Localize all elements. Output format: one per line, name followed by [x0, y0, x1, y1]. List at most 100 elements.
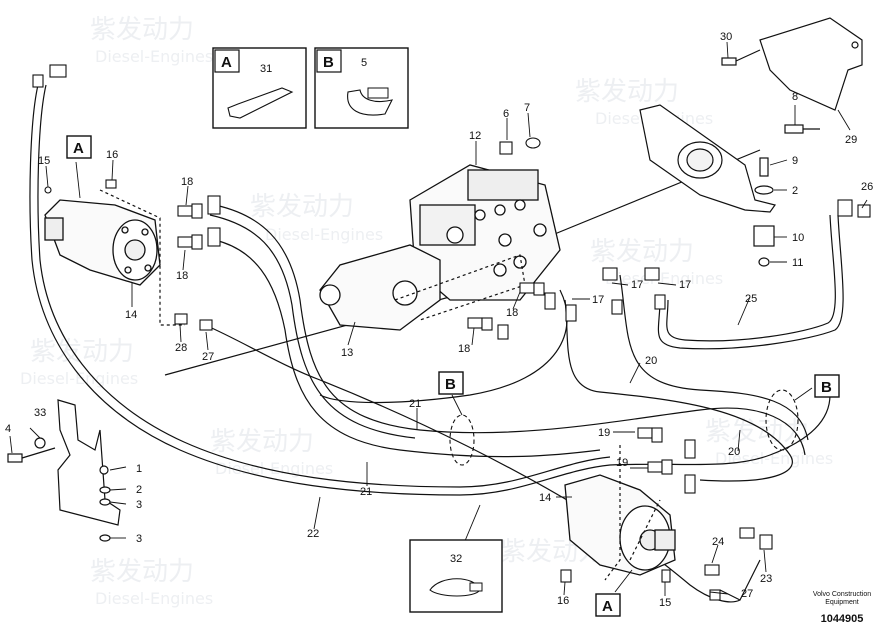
hose-25 [657, 214, 844, 350]
watermark-cn: 紫发动力 [575, 77, 679, 107]
part-labels: 31 5 15 16 18 18 14 28 27 13 12 6 7 18 1… [5, 31, 873, 609]
part-label-6: 6 [503, 108, 509, 120]
part-label-20: 20 [728, 446, 740, 458]
part-label-2: 2 [792, 185, 798, 197]
watermark-en: Diesel-Engines [605, 269, 723, 288]
part-label-23: 23 [760, 573, 772, 585]
part-label-4: 4 [5, 423, 11, 435]
detail-box-a-letter: A [221, 54, 232, 71]
watermark-group: 紫发动力 Diesel-Engines 紫发动力 Diesel-Engines … [20, 15, 833, 608]
watermark-cn: 紫发动力 [90, 557, 194, 587]
callout-b-flag-right [814, 374, 840, 398]
part-label-28: 28 [175, 342, 187, 354]
brand-line-1: Volvo Construction [812, 591, 872, 598]
part-label-27: 27 [202, 351, 214, 363]
tube-icon [227, 87, 294, 119]
leader-lines [9, 41, 868, 596]
dashed-group-valve [394, 254, 526, 321]
watermark-cn: 紫发动力 [90, 15, 194, 45]
brand-caption: Volvo Construction Equipment [802, 591, 882, 607]
part-label-24: 24 [712, 536, 724, 548]
bracket-29 [759, 17, 863, 111]
mount-plate [639, 104, 777, 213]
part-label-16: 16 [106, 149, 118, 161]
part-label-25: 25 [745, 293, 757, 305]
part-label-21: 21 [409, 398, 421, 410]
callout-a-flag-bottom [595, 593, 621, 617]
hose-27 [204, 324, 741, 603]
part-label-13: 13 [341, 347, 353, 359]
callout-flags: A B B A [66, 135, 840, 617]
motor-14-left [44, 199, 161, 286]
callout-b-label-mid: B [445, 376, 456, 393]
document-number: 1044905 [820, 613, 864, 625]
left-bracket [7, 399, 121, 542]
part-label-19: 19 [598, 427, 610, 439]
watermark-cn: 紫发动力 [590, 237, 694, 267]
detail-box-32 [409, 539, 503, 613]
part-label-9: 9 [792, 155, 798, 167]
part-label-2: 2 [136, 484, 142, 496]
part-label-18: 18 [506, 307, 518, 319]
part-label-11: 11 [792, 257, 803, 269]
part-label-33: 33 [34, 407, 46, 419]
part-label-16: 16 [557, 595, 569, 607]
watermark-en: Diesel-Engines [95, 589, 213, 608]
hose-22 [29, 84, 831, 496]
pump-body-13 [319, 244, 441, 331]
part-label-17: 17 [631, 279, 643, 291]
brand-line-2: Equipment [825, 599, 859, 606]
part-label-18: 18 [181, 176, 193, 188]
watermark-cn: 紫发动力 [210, 427, 314, 457]
part-label-3: 3 [136, 499, 142, 511]
detail-box-b-letter: B [323, 54, 334, 71]
part-label-5: 5 [361, 57, 367, 69]
part-label-15: 15 [659, 597, 671, 609]
detail-box-b: B [314, 47, 409, 129]
part-label-10: 10 [792, 232, 804, 244]
part-label-22: 22 [307, 528, 319, 540]
bolt-30 [721, 49, 761, 66]
part-label-19: 19 [616, 457, 628, 469]
callout-a-label-bottom: A [602, 598, 613, 615]
part-label-30: 30 [720, 31, 732, 43]
clamp-icon [347, 89, 394, 116]
part-label-17: 17 [592, 294, 604, 306]
callout-a-label-top: A [73, 140, 84, 157]
part-label-8: 8 [792, 91, 798, 103]
part-label-27: 27 [741, 588, 753, 600]
callout-a-flag-top [66, 135, 92, 159]
watermark-cn: 紫发动力 [250, 192, 354, 222]
hose-20b [619, 274, 809, 441]
watermark-en: Diesel-Engines [20, 369, 138, 388]
part-label-18: 18 [176, 270, 188, 282]
detail-box-a: A [212, 47, 307, 129]
part-label-32: 32 [450, 553, 462, 565]
fittings [32, 64, 871, 601]
callout-b-label-right: B [821, 379, 832, 396]
part-label-15: 15 [38, 155, 50, 167]
part-label-31: 31 [260, 63, 272, 75]
watermark-cn: 紫发动力 [705, 417, 809, 447]
section-markers-b [449, 389, 799, 466]
part-label-29: 29 [845, 134, 857, 146]
part-label-7: 7 [524, 102, 530, 114]
hose-22-inner [37, 84, 611, 488]
part-label-14: 14 [539, 492, 551, 504]
watermark-en: Diesel-Engines [715, 449, 833, 468]
part-label-3: 3 [136, 533, 142, 545]
part-label-1: 1 [136, 463, 142, 475]
watermark-en: Diesel-Engines [95, 47, 213, 66]
hose-21b [214, 239, 601, 458]
watermark-cn: 紫发动力 [30, 337, 134, 367]
part-label-20: 20 [645, 355, 657, 367]
part-label-21: 21 [360, 486, 372, 498]
part-label-12: 12 [469, 130, 481, 142]
hose-21a [214, 204, 806, 456]
part-label-18: 18 [458, 343, 470, 355]
part-label-26: 26 [861, 181, 873, 193]
dashed-group-right-motor [604, 445, 661, 581]
callout-b-flag-mid [438, 371, 464, 395]
